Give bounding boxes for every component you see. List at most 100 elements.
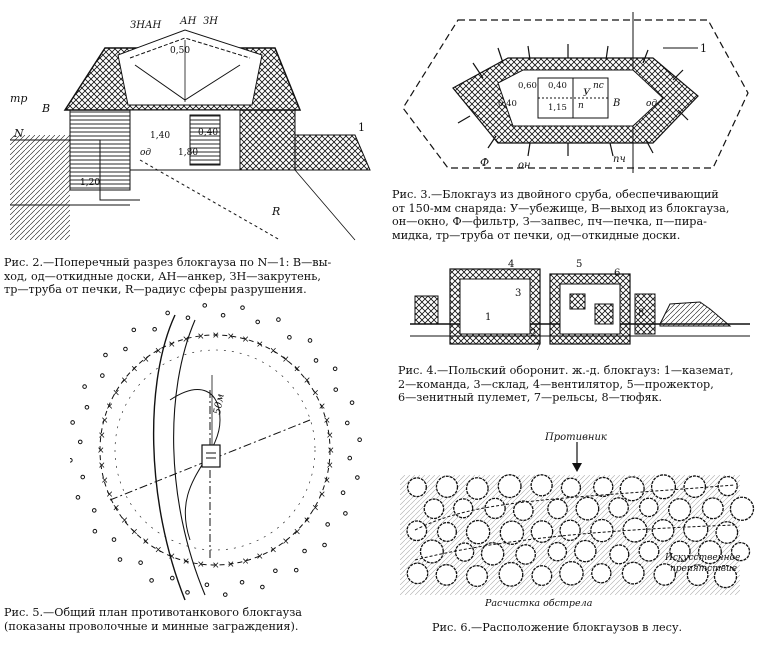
fig2-caption-line: Рис. 2.—Поперечный разрез блокгауза по N…: [4, 256, 332, 269]
svg-text:×: ×: [197, 332, 205, 342]
svg-text:×: ×: [131, 527, 139, 537]
fig2-label-040: 0,40: [198, 128, 218, 138]
fig3-label-f: Ф: [480, 156, 489, 169]
fig4-label-1: 1: [485, 312, 491, 323]
fig3-caption-line: от 150-мм снаряда: У—убежище, В—выход из…: [392, 201, 730, 215]
svg-text:×: ×: [155, 546, 163, 556]
fig6-forest-layout-drawing: Противник Искусственное препятствие Расч…: [400, 432, 755, 609]
svg-text:×: ×: [168, 552, 176, 562]
svg-text:×: ×: [242, 557, 250, 567]
svg-text:×: ×: [101, 476, 109, 486]
fig4-label-8: 8: [638, 308, 644, 319]
svg-text:×: ×: [323, 416, 331, 426]
fig2-caption-line: ход, од—откидные доски, АН—анкер, ЗН—зак…: [4, 269, 321, 283]
fig2-label-zn: ЗН: [203, 16, 218, 27]
fig2-label-180: 1,80: [178, 148, 198, 158]
svg-text:×: ×: [293, 527, 301, 537]
svg-text:×: ×: [323, 476, 331, 486]
fig3-label-pch: пч: [613, 154, 626, 165]
fig5-mine-dots: ××××××××××××××××××××××××××××××××××××××××…: [70, 303, 362, 597]
svg-text:×: ×: [326, 461, 334, 471]
svg-text:×: ×: [256, 552, 264, 562]
fig4-label-3: 3: [515, 288, 521, 299]
fig4-label-5: 5: [576, 259, 582, 270]
fig6-label-obstacle-2: препятствие: [670, 564, 737, 574]
fig3-label-1: 1: [700, 42, 707, 55]
svg-text:×: ×: [270, 346, 278, 356]
svg-text:×: ×: [142, 537, 150, 547]
svg-text:×: ×: [98, 461, 106, 471]
svg-text:×: ×: [270, 546, 278, 556]
svg-text:×: ×: [98, 431, 106, 441]
fig3-plan-drawing: 1 0,60 0,40 1,15 п пс У В 0,40 од Ф он п…: [402, 12, 749, 173]
svg-text:×: ×: [242, 335, 250, 345]
fig3-caption-line: мидка, тр—труба от печки, од—откидные до…: [392, 228, 681, 242]
svg-text:×: ×: [168, 340, 176, 350]
svg-text:×: ×: [182, 557, 190, 567]
svg-text:×: ×: [155, 346, 163, 356]
fig4-caption-line: Рис. 4.—Польский оборонит. ж.-д. блокгау…: [398, 364, 734, 377]
svg-text:×: ×: [303, 376, 311, 386]
svg-text:×: ×: [312, 389, 320, 399]
svg-text:×: ×: [327, 446, 335, 456]
fig6-caption-line: Рис. 6.—Расположение блокгаузов в лесу.: [432, 621, 683, 634]
fig4-label-6: 6: [614, 268, 620, 279]
svg-text:×: ×: [101, 416, 109, 426]
svg-text:×: ×: [227, 332, 235, 342]
svg-text:×: ×: [106, 402, 114, 412]
svg-text:×: ×: [293, 365, 301, 375]
fig4-caption-line: 2—команда, 3—склад, 4—вентилятор, 5—прож…: [398, 377, 714, 391]
fig2-caption-line: тр—труба от печки, R—радиус сферы разруш…: [4, 283, 307, 296]
svg-text:×: ×: [212, 561, 220, 571]
fig2-label-zn-an: ЗНАН: [130, 20, 162, 31]
fig6-label-clearing: Расчистка обстрела: [484, 598, 593, 609]
fig6-label-enemy: Противник: [544, 432, 607, 443]
fig2-label-an: АН: [179, 16, 197, 27]
fig5-caption-line: Рис. 5.—Общий план противотанкового блок…: [4, 606, 302, 619]
svg-text:×: ×: [182, 335, 190, 345]
fig4-caption-line: 6—зенитный пулемет, 7—рельсы, 8—тюфяк.: [398, 391, 663, 404]
fig4-label-2: 2: [530, 328, 536, 339]
svg-text:×: ×: [212, 331, 220, 341]
fig2-label-050: 0,50: [170, 46, 190, 56]
svg-text:×: ×: [131, 365, 139, 375]
fig3-caption-line: он—окно, Ф—фильтр, З—запвес, пч—печка, п…: [392, 215, 707, 228]
svg-text:×: ×: [97, 446, 105, 456]
fig6-tree-blobs: [406, 474, 755, 589]
fig3-label-od: од: [646, 99, 657, 109]
fig3-caption: Рис. 3.—Блокгауз из двойного сруба, обес…: [392, 188, 762, 242]
fig5-label-50m: 50м: [212, 393, 226, 416]
svg-text:×: ×: [282, 355, 290, 365]
svg-text:×: ×: [121, 516, 129, 526]
fig4-railway-blockhouse-drawing: 4 5 6 3 1 2 7 8: [410, 259, 750, 353]
fig3-label-v: В: [612, 98, 620, 109]
fig6-caption: Рис. 6.—Расположение блокгаузов в лесу.: [432, 621, 752, 635]
fig2-label-r: R: [271, 205, 280, 218]
svg-text:×: ×: [303, 516, 311, 526]
fig3-label-040b: 0,40: [498, 99, 517, 109]
fig2-cross-section-drawing: ЗНАН АН ЗН тр В N 1 0,50 0,40 1,40 од 1,…: [10, 16, 371, 241]
svg-text:×: ×: [227, 560, 235, 570]
svg-text:×: ×: [112, 389, 120, 399]
fig5-plan-drawing: ××××××××××××××××××××××××××××××××××××××××…: [70, 303, 362, 601]
fig2-label-v: В: [41, 102, 50, 115]
fig3-label-115: 1,15: [548, 103, 567, 113]
fig6-label-obstacle-1: Искусственное: [664, 553, 740, 563]
fig4-label-7: 7: [535, 342, 541, 353]
svg-text:×: ×: [121, 376, 129, 386]
fig4-label-4: 4: [508, 259, 514, 270]
svg-text:×: ×: [197, 560, 205, 570]
fig2-caption: Рис. 2.—Поперечный разрез блокгауза по N…: [4, 256, 384, 297]
fig3-caption-line: Рис. 3.—Блокгауз из двойного сруба, обес…: [392, 188, 719, 201]
fig3-label-on: он: [518, 160, 531, 171]
svg-text:×: ×: [326, 431, 334, 441]
fig2-label-od: од: [140, 148, 151, 158]
svg-text:×: ×: [312, 504, 320, 514]
fig3-label-u: У: [583, 88, 591, 99]
fig2-label-140: 1,40: [150, 131, 170, 141]
fig3-label-060: 0,60: [518, 81, 537, 91]
svg-text:×: ×: [142, 355, 150, 365]
svg-text:×: ×: [318, 402, 326, 412]
fig3-label-ps: пс: [593, 81, 604, 91]
fig5-caption-line: (показаны проволочные и минные загражден…: [4, 619, 299, 633]
